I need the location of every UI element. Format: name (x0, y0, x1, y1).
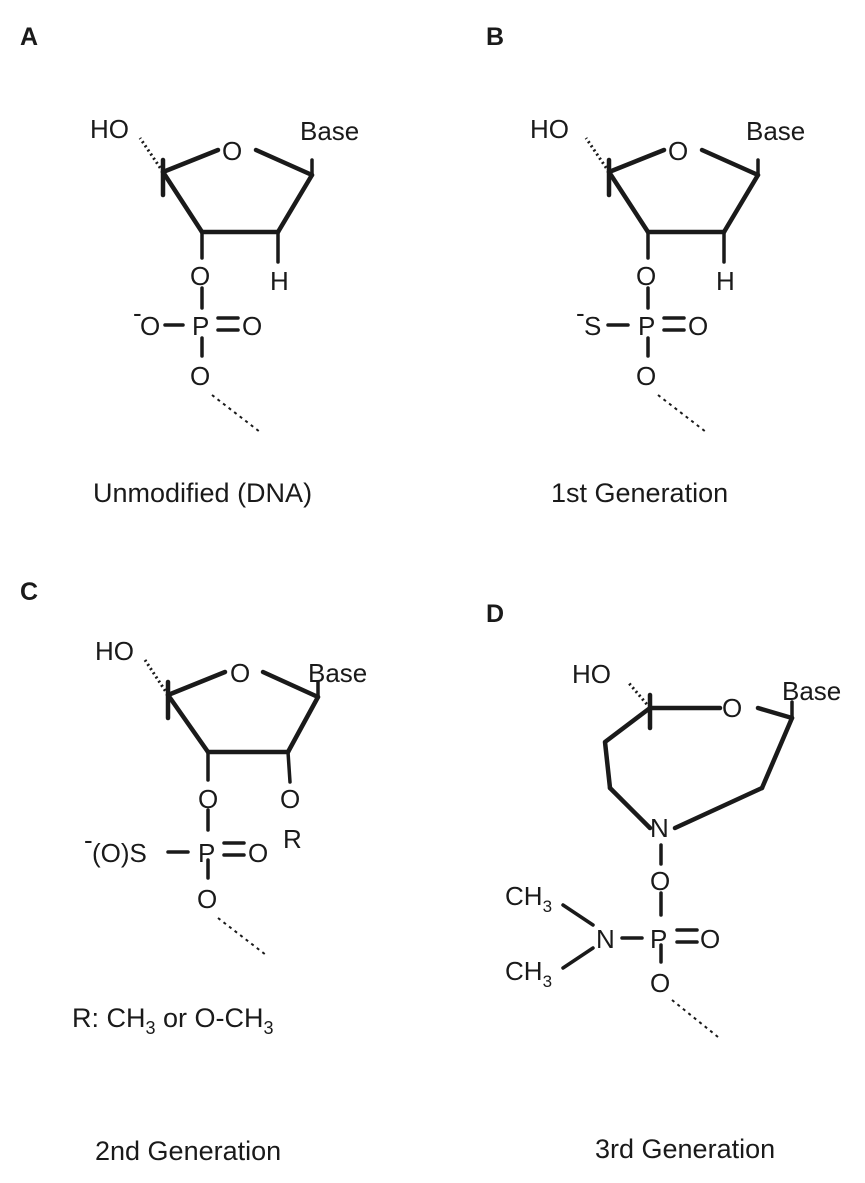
ho-label: HO (95, 636, 134, 666)
ring-bond-c4-o (165, 669, 228, 698)
phosphorus-label: P (650, 924, 667, 954)
panel-c: C HO O Base O O R - (O)S P (20, 578, 367, 1166)
double-bonded-oxygen-label: O (688, 311, 708, 341)
ring-bond-o-c1 (260, 669, 321, 700)
n-ch3-top-bond (561, 903, 595, 927)
ring-bond-o-c1 (755, 705, 795, 721)
ring-bond-o-c1 (699, 147, 761, 178)
panel-c-caption: 2nd Generation (95, 1136, 281, 1166)
bottom-oxygen-label: O (636, 361, 656, 391)
hydrogen-label: H (716, 266, 735, 296)
ring-bond-c4-o (606, 147, 667, 175)
c4-ho-hashed-bond (143, 659, 170, 696)
ring-bond-c1-c2 (721, 172, 761, 235)
bottom-oxygen-label: O (197, 884, 217, 914)
ring-nitrogen-label: N (650, 813, 669, 843)
panel-b-letter: B (486, 23, 504, 51)
bottom-oxygen-label: O (190, 361, 210, 391)
base-label: Base (782, 676, 841, 706)
linking-oxygen-label: O (650, 866, 670, 896)
phosphorus-label: P (192, 311, 209, 341)
oxygen-sulfur-label: (O)S (92, 838, 147, 868)
c4-ho-hashed-bond (584, 137, 611, 173)
ring-oxygen-label: O (722, 693, 742, 723)
chain-continuation-dashed (671, 999, 719, 1038)
o-minus-label: O (140, 311, 160, 341)
panel-d-letter: D (486, 600, 504, 628)
hydrogen-label: H (270, 266, 289, 296)
ring-oxygen-label: O (668, 136, 688, 166)
panel-a: A HO O Base H O - O P O (20, 23, 359, 508)
r-group-note: R: CH3 or O-CH3 (72, 1003, 274, 1038)
linking-oxygen-label: O (190, 261, 210, 291)
two-prime-oxygen-label: O (280, 784, 300, 814)
phosphorus-label: P (198, 838, 215, 868)
phosphorus-label: P (638, 311, 655, 341)
n-ch3-bottom-bond (561, 946, 595, 970)
double-bonded-oxygen-label: O (242, 311, 262, 341)
sulfur-minus-label: S (584, 311, 601, 341)
ring-bond-c-c (602, 705, 653, 791)
chain-continuation-dashed (217, 917, 267, 956)
negative-charge-label: - (133, 298, 142, 328)
bottom-oxygen-label: O (650, 968, 670, 998)
panel-c-letter: C (20, 578, 38, 606)
panel-a-caption: Unmodified (DNA) (93, 478, 312, 508)
c2-o-bond (286, 750, 292, 784)
negative-charge-label: - (576, 298, 585, 328)
ho-label: HO (530, 114, 569, 144)
base-label: Base (746, 116, 805, 146)
ho-label: HO (90, 114, 129, 144)
ring-bond-c3-c4 (165, 692, 211, 755)
panel-a-letter: A (20, 23, 38, 51)
ring-bond-c-n (672, 785, 765, 831)
panel-b-structure: HO O Base H O - S P O O (530, 114, 805, 433)
linking-oxygen-label: O (636, 261, 656, 291)
panel-d-structure: HO O Base N O N P O O CH3 CH3 (505, 659, 841, 1038)
panel-b-caption: 1st Generation (551, 478, 728, 508)
ring-oxygen-label: O (222, 136, 242, 166)
panel-a-structure: HO O Base H O - O P O O (90, 114, 359, 433)
double-bonded-oxygen-label: O (248, 838, 268, 868)
r-group-label: R (283, 824, 302, 854)
panel-d-caption: 3rd Generation (595, 1134, 775, 1164)
amine-nitrogen-label: N (596, 924, 615, 954)
ring-bond-c3-c4 (606, 169, 651, 235)
panel-c-structure: HO O Base O O R - (O)S P O O (84, 636, 367, 956)
c4-ho-hashed-bond (138, 137, 165, 173)
base-label: Base (308, 658, 367, 688)
chain-continuation-dashed (657, 394, 707, 433)
ho-hashed-bond (626, 681, 652, 709)
ring-bond-c1-c2 (285, 694, 321, 755)
ring-bond-o-c1 (253, 147, 315, 178)
ring-bond-c3-c4 (160, 169, 205, 235)
base-label: Base (300, 116, 359, 146)
methyl-top-label: CH3 (505, 881, 552, 916)
methyl-bottom-label: CH3 (505, 956, 552, 991)
panel-b: B HO O Base H O - S P O (486, 23, 805, 508)
ho-label: HO (572, 659, 611, 689)
panel-d: D HO O Base N O N P (486, 600, 841, 1164)
ring-bond-n-c (607, 785, 653, 831)
ring-bond-c1-c2 (275, 172, 315, 235)
ring-oxygen-label: O (230, 658, 250, 688)
linking-oxygen-label: O (198, 784, 218, 814)
negative-charge-label: - (84, 825, 93, 855)
ring-bond-c1-c (759, 715, 795, 791)
double-bonded-oxygen-label: O (700, 924, 720, 954)
chain-continuation-dashed (211, 394, 261, 433)
ring-bond-c4-o (160, 147, 221, 175)
